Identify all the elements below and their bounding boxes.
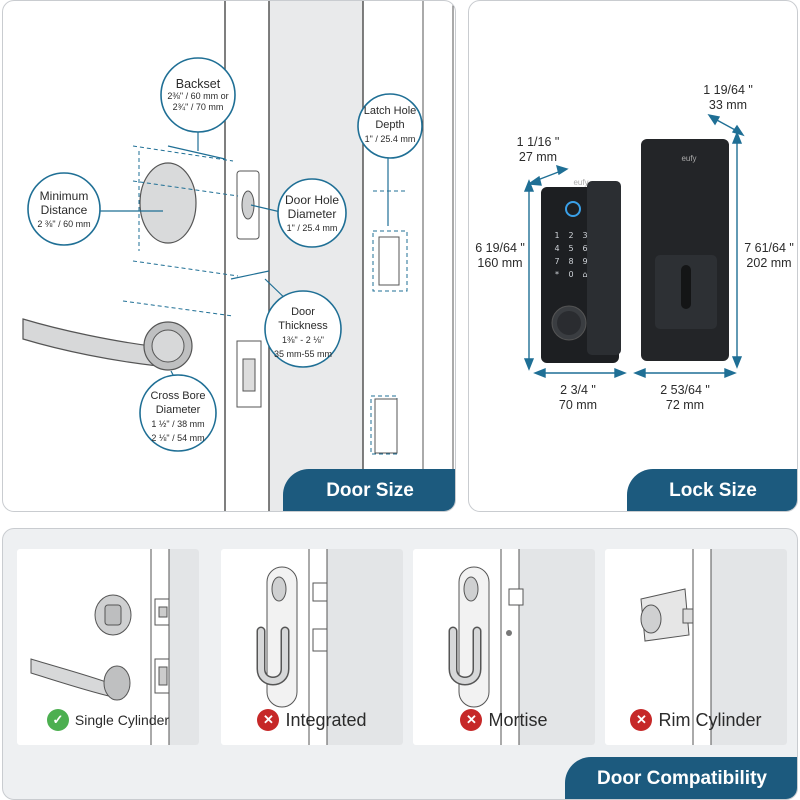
door-hole-title-2: Diameter	[287, 207, 337, 221]
compat-card-mortise: ✕ Mortise	[413, 549, 595, 745]
compat-card-integrated: ✕ Integrated	[221, 549, 403, 745]
rim-cylinder-illustration	[640, 549, 712, 745]
compat-card-single-cylinder: ✓ Single Cylinder	[17, 549, 199, 745]
door-thickness-title-2: Thickness	[278, 320, 328, 332]
front-height-inch: 6 19/64 "	[475, 241, 525, 255]
keypad-key: 7	[554, 257, 560, 266]
door-hole-label: Door Hole Diameter 1" / 25.4 mm	[279, 193, 345, 235]
compat-card-rim-cylinder: ✕ Rim Cylinder	[605, 549, 787, 745]
door-size-panel: Backset 2⅜" / 60 mm or 2¾" / 70 mm Minim…	[2, 0, 456, 512]
back-width-mm: 72 mm	[665, 398, 705, 412]
cross-bore-title-1: Cross Bore	[150, 390, 206, 402]
brand-logo-back: eufy	[681, 154, 697, 163]
latch-hole-label: Latch Hole Depth 1" / 25.4 mm	[359, 104, 421, 146]
backset-label: Backset 2⅜" / 60 mm or 2¾" / 70 mm	[163, 77, 233, 113]
front-height-mm: 160 mm	[477, 256, 523, 270]
door-thickness-title-1: Door	[291, 306, 315, 318]
cross-icon: ✕	[257, 709, 280, 731]
check-icon: ✓	[46, 709, 69, 731]
keypad-key: 5	[568, 244, 574, 253]
door-thickness-value-2: 35 mm-55 mm	[273, 349, 332, 359]
cross-icon: ✕	[630, 709, 653, 731]
back-height-label: 7 61/64 " 202 mm	[739, 241, 797, 271]
cross-bore-title-2: Diameter	[155, 404, 201, 416]
compat-caption: ✕ Mortise	[413, 709, 595, 731]
door-compatibility-tab: Door Compatibility	[565, 757, 797, 799]
backset-title: Backset	[175, 77, 221, 91]
keypad-key: 8	[568, 257, 574, 266]
min-distance-title-2: Distance	[40, 203, 88, 217]
back-height-mm: 202 mm	[746, 256, 792, 270]
latch-hole-title-2: Depth	[375, 119, 405, 131]
front-depth-mm: 27 mm	[518, 150, 558, 164]
compat-label-single-cylinder: Single Cylinder	[74, 712, 170, 728]
door-hole-value: 1" / 25.4 mm	[286, 223, 338, 233]
door-thickness-label: Door Thickness 1⅜" - 2 ⅛" 35 mm-55 mm	[267, 305, 339, 361]
cross-bore-value-2: 2 ⅛" / 54 mm	[151, 433, 205, 443]
keypad-key: 4	[554, 244, 560, 253]
keypad-key: 1	[554, 231, 560, 240]
compat-label-mortise: Mortise	[488, 709, 548, 730]
door-diagram	[22, 1, 454, 511]
cross-bore-value-1: 1 ½" / 38 mm	[151, 419, 205, 429]
compat-label-rim-cylinder: Rim Cylinder	[658, 709, 762, 730]
lock-size-tab: Lock Size	[627, 469, 797, 511]
compat-label-integrated: Integrated	[285, 709, 367, 730]
compat-caption: ✕ Rim Cylinder	[605, 709, 787, 731]
keypad-key: 6	[582, 244, 588, 253]
front-depth-label: 1 1/16 " 27 mm	[501, 135, 575, 165]
cross-icon: ✕	[460, 709, 483, 731]
lock-diagram	[523, 113, 745, 379]
top-depth-mm: 33 mm	[708, 98, 748, 112]
latch-hole-title-1: Latch Hole	[363, 105, 417, 117]
mortise-illustration	[448, 549, 524, 745]
front-width-label: 2 3/4 " 70 mm	[543, 383, 613, 413]
single-cylinder-illustration	[30, 549, 170, 745]
back-height-inch: 7 61/64 "	[744, 241, 794, 255]
front-width-inch: 2 3/4 "	[560, 383, 596, 397]
compat-caption: ✓ Single Cylinder	[17, 709, 199, 731]
top-depth-inch: 1 19/64 "	[703, 83, 753, 97]
keypad-key: 9	[582, 257, 588, 266]
front-depth-inch: 1 1/16 "	[516, 135, 560, 149]
keypad-key: 0	[568, 270, 574, 279]
brand-logo: eufy	[573, 178, 589, 187]
backset-value-1: 2⅜" / 60 mm or	[167, 91, 229, 101]
back-width-label: 2 53/64 " 72 mm	[645, 383, 725, 413]
latch-hole-value: 1" / 25.4 mm	[364, 134, 416, 144]
keypad-key: ⌂	[582, 270, 588, 279]
back-width-inch: 2 53/64 "	[660, 383, 710, 397]
cross-bore-label: Cross Bore Diameter 1 ½" / 38 mm 2 ⅛" / …	[142, 389, 214, 445]
door-size-tab: Door Size	[283, 469, 455, 511]
min-distance-value: 2 ⅜" / 60 mm	[37, 219, 91, 229]
keypad-key: *	[555, 270, 559, 279]
keypad-key: 3	[582, 231, 588, 240]
door-thickness-value-1: 1⅜" - 2 ⅛"	[282, 335, 324, 345]
door-compatibility-panel: ✓ Single Cylinder ✕ Integrated	[2, 528, 798, 800]
front-width-mm: 70 mm	[558, 398, 598, 412]
keypad-key: 2	[568, 231, 574, 240]
door-hole-title-1: Door Hole	[284, 193, 340, 207]
top-depth-label: 1 19/64 " 33 mm	[691, 83, 765, 113]
min-distance-title-1: Minimum	[39, 189, 89, 203]
backset-value-2: 2¾" / 70 mm	[172, 102, 224, 112]
integrated-illustration	[256, 549, 328, 745]
compat-caption: ✕ Integrated	[221, 709, 403, 731]
front-height-label: 6 19/64 " 160 mm	[469, 241, 531, 271]
min-distance-label: Minimum Distance 2 ⅜" / 60 mm	[30, 189, 98, 231]
